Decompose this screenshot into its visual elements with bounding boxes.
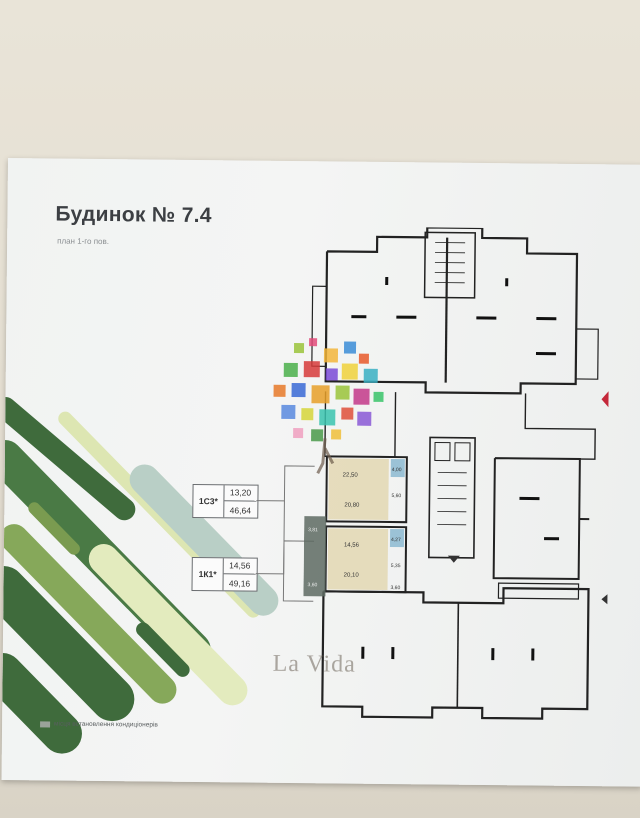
page-subtitle: план 1-го пов. (57, 236, 110, 247)
legend-value-top: 14,56 (229, 560, 251, 571)
wall-upper-mid (444, 237, 449, 383)
unit-1c3 (325, 455, 408, 524)
legend-code: 1С3* (193, 484, 225, 518)
page-title: Будинок № 7.4 (55, 202, 212, 228)
unit-b-bath: 4,27 (391, 537, 401, 543)
unit-1c3-bath (390, 459, 405, 478)
tree-trunk (316, 438, 335, 474)
unit-b-hall: 5,35 (391, 563, 401, 569)
unit-b-extra: 3,60 (390, 585, 400, 591)
legend-code: 1К1* (192, 557, 224, 591)
legend-value-top: 13,20 (229, 487, 252, 498)
balcony-a: 3,81 (308, 527, 318, 533)
unit-1c3-fill (328, 458, 389, 521)
stripe-light-2 (88, 544, 248, 706)
unit-1k1-bath (389, 529, 405, 548)
watermark-logo (273, 338, 384, 474)
stripe-dark-4 (136, 622, 190, 677)
legend-value-bottom: 49,16 (228, 578, 251, 589)
watermark-text: La Vida (272, 650, 356, 678)
stair-upper (423, 231, 476, 299)
elevator-core (428, 436, 476, 559)
balcony-b: 3,60 (308, 582, 318, 588)
unit-b-area: 14,56 (344, 543, 360, 549)
footnote: місця встановлення кондиціонерів (40, 720, 158, 729)
entrance-marker-top (601, 391, 609, 408)
balcony-column (303, 516, 327, 597)
footnote-text: місця встановлення кондиціонерів (54, 720, 158, 729)
legend-value-bottom: 46,64 (229, 505, 252, 516)
stripe-dark-5 (1, 652, 82, 754)
stripe-mid-1 (1, 524, 177, 704)
stripe-mid-2 (28, 502, 80, 555)
entrance-arrow-core (447, 555, 460, 563)
unit-b-room: 20,10 (344, 573, 360, 579)
legend-1k1: 1К1* 14,56 49,16 (191, 556, 258, 592)
unit-a-bath: 4,00 (392, 467, 402, 473)
wall-upper-outline (324, 226, 579, 395)
stripe-dark-3 (1, 565, 135, 722)
unit-a-hall: 5,60 (391, 493, 401, 499)
legend-swatch (40, 720, 51, 727)
entrance-marker-bottom (601, 594, 608, 605)
legend-connectors (255, 465, 315, 602)
legend-1c3: 1С3* 13,20 46,64 (192, 483, 259, 519)
wall-lower-outline (321, 587, 590, 720)
unit-a-room: 20,80 (344, 503, 360, 509)
stripe-dark-1 (1, 396, 136, 521)
unit-a-area: 22,50 (343, 473, 359, 479)
unit-1k1-fill (327, 528, 389, 590)
floor-plan-drawing: 22,50 20,80 4,00 5,60 14,56 20,10 4,27 5… (303, 226, 609, 720)
floor-plan-sheet: Будинок № 7.4 план 1-го пов. 1С3* 13,20 … (1, 158, 640, 787)
